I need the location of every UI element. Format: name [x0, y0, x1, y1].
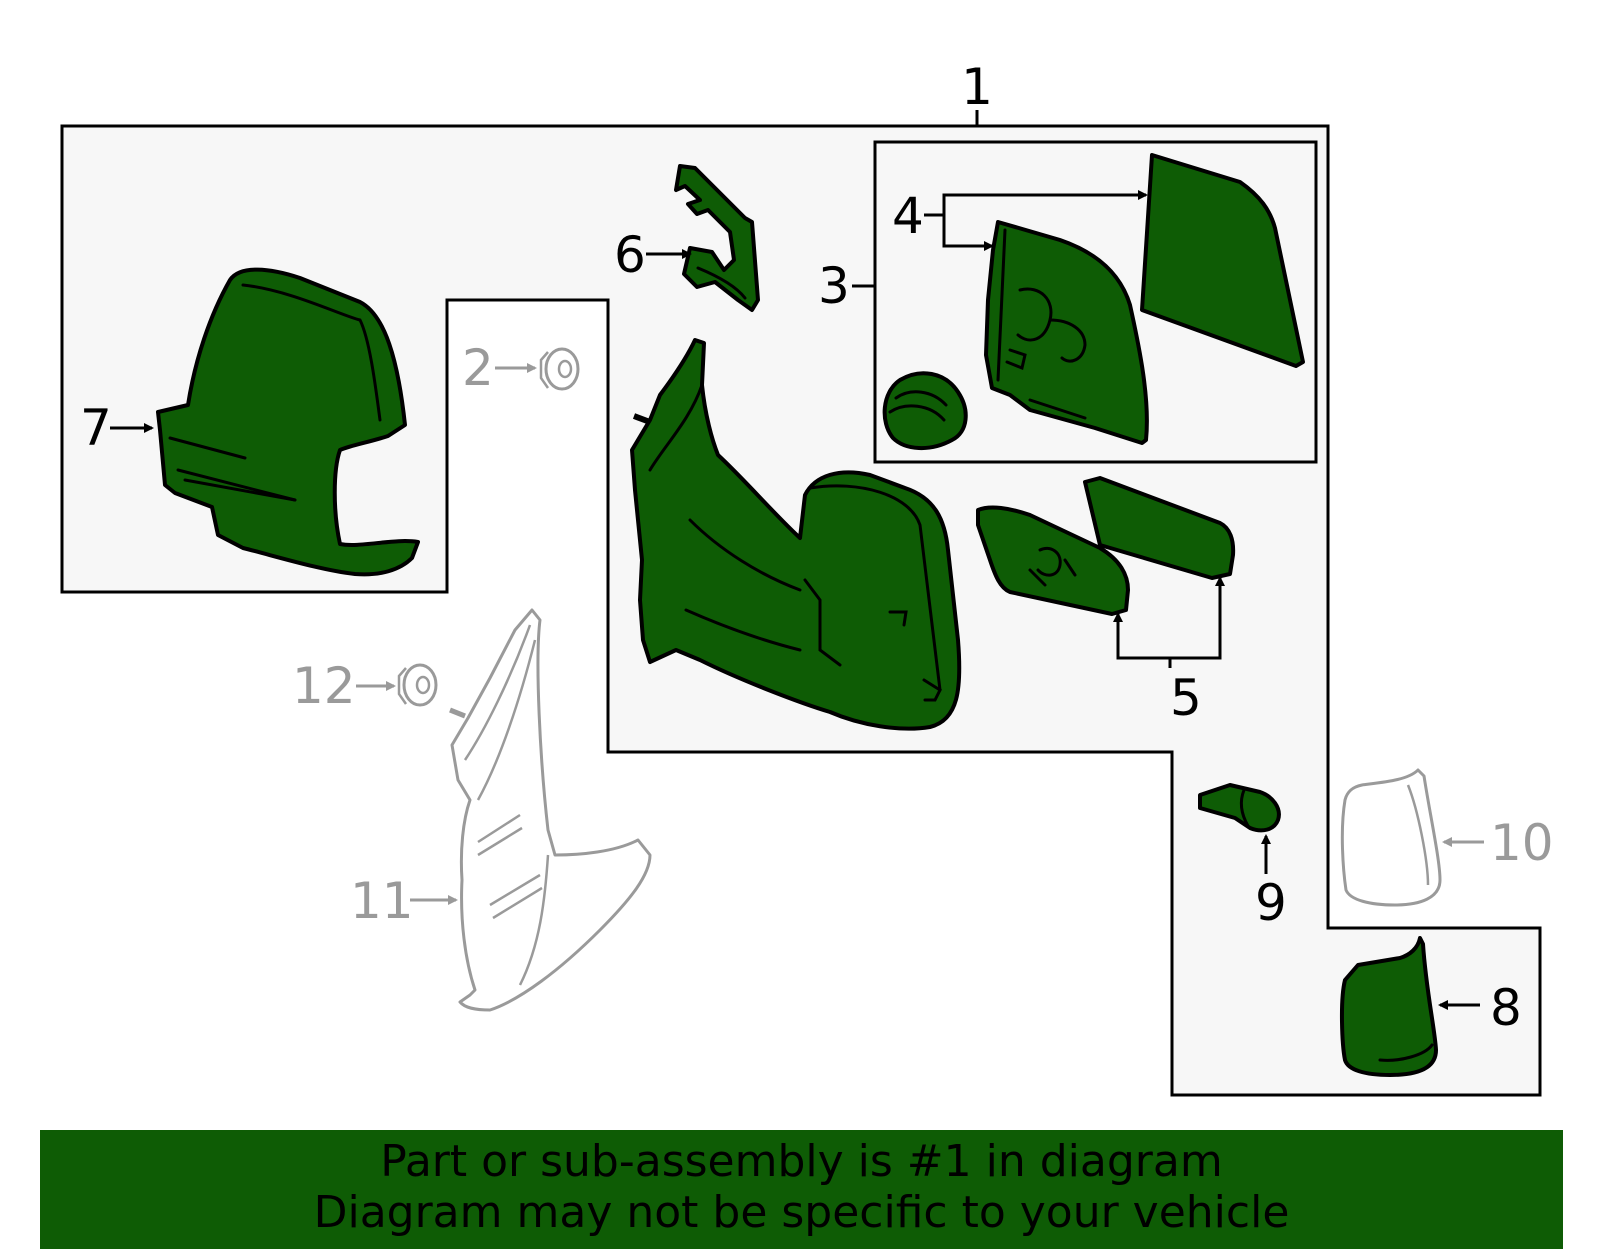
callout-1[interactable]: 1 [961, 58, 993, 116]
callout-4-leader [924, 190, 1148, 217]
nut-part-2[interactable] [539, 347, 580, 391]
bulb-part[interactable] [1198, 783, 1281, 833]
bracket-part[interactable] [674, 164, 760, 312]
callout-2[interactable]: 2 [462, 339, 494, 397]
mirror-housing-part[interactable] [630, 338, 962, 731]
callout-7[interactable]: 7 [80, 399, 112, 457]
nut-part-12[interactable] [397, 663, 438, 707]
callout-5-leader [1113, 612, 1172, 668]
callout-5[interactable]: 5 [1170, 669, 1202, 727]
callout-11[interactable]: 11 [350, 872, 414, 930]
mirror-cover-part[interactable] [156, 267, 420, 577]
callout-9[interactable]: 9 [1255, 874, 1287, 932]
callout-6[interactable]: 6 [614, 226, 646, 284]
lens-part-10[interactable] [1340, 768, 1442, 907]
mirror-motor-part[interactable] [882, 371, 968, 451]
callout-4-leader-b [942, 215, 994, 251]
lower-mirror-glass-part[interactable] [1083, 476, 1236, 580]
footer-line-1: Part or sub-assembly is #1 in diagram [380, 1136, 1223, 1187]
lamp-lens-part[interactable] [1339, 936, 1438, 1077]
parts-diagram: 1 7 2 6 [60, 58, 1554, 1097]
glass-backing-plate-part[interactable] [984, 220, 1149, 445]
callout-10[interactable]: 10 [1490, 814, 1554, 872]
callout-3[interactable]: 3 [818, 257, 850, 315]
callout-5-leader-b [1170, 576, 1225, 660]
mirror-glass-part[interactable] [1140, 153, 1305, 368]
callout-8[interactable]: 8 [1490, 979, 1522, 1037]
callout-12[interactable]: 12 [292, 657, 356, 715]
footer-line-2: Diagram may not be specific to your vehi… [313, 1187, 1290, 1238]
lower-glass-backing-part[interactable] [976, 505, 1130, 616]
garnish-part-11[interactable] [449, 608, 652, 1012]
callout-4[interactable]: 4 [892, 187, 924, 245]
footer-banner: Part or sub-assembly is #1 in diagram Di… [40, 1130, 1563, 1249]
